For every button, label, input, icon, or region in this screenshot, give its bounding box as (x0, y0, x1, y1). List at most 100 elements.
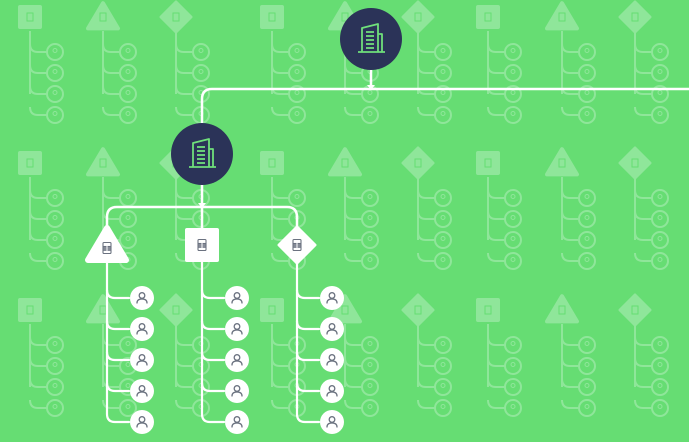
faint-user-node (578, 64, 596, 82)
user-icon (231, 354, 243, 366)
faint-org-unit (618, 146, 669, 270)
faint-user-icon (657, 362, 663, 367)
member-node[interactable] (130, 410, 154, 434)
faint-user-node (504, 43, 522, 61)
triangle-shape (85, 225, 129, 263)
user-head (138, 292, 146, 299)
faint-user-node (434, 43, 452, 61)
member-node[interactable] (130, 286, 154, 310)
user-body (326, 329, 338, 335)
faint-user-node (504, 85, 522, 103)
square-node (476, 5, 500, 29)
faint-connector (561, 336, 579, 346)
faint-user-icon (198, 69, 204, 74)
user-head (233, 416, 241, 423)
user-icon (231, 416, 243, 428)
root-hub[interactable] (340, 8, 402, 70)
faint-user-node (578, 336, 596, 354)
faint-user-icon (52, 362, 58, 367)
faint-user-icon (657, 341, 663, 346)
member-node[interactable] (320, 286, 344, 310)
member-node[interactable] (130, 317, 154, 341)
faint-org-unit (18, 151, 64, 270)
arrow-root (367, 85, 375, 90)
faint-building-icon (99, 12, 107, 22)
faint-user-node (504, 106, 522, 124)
member-node[interactable] (225, 410, 249, 434)
faint-connector (344, 106, 362, 116)
member-node[interactable] (225, 379, 249, 403)
faint-connector (417, 64, 435, 74)
faint-connector (102, 189, 120, 199)
faint-user-icon (584, 215, 590, 220)
faint-user-icon (440, 383, 446, 388)
faint-user-icon (367, 236, 373, 241)
faint-user-icon (440, 90, 446, 95)
faint-user-node (434, 378, 452, 396)
faint-connector (417, 106, 435, 116)
faint-connector (417, 210, 435, 220)
faint-connector (271, 189, 289, 199)
faint-user-node (119, 231, 137, 249)
faint-user-icon (367, 362, 373, 367)
faint-connector (561, 189, 579, 199)
faint-user-icon (510, 48, 516, 53)
building-icon (102, 241, 112, 255)
branch-hub[interactable] (171, 123, 233, 185)
member-node[interactable] (130, 348, 154, 372)
faint-user-icon (657, 215, 663, 220)
faint-org-unit (476, 298, 522, 417)
triangle-node (545, 147, 579, 177)
faint-user-icon (584, 69, 590, 74)
faint-connector (271, 399, 289, 409)
faint-user-icon (440, 257, 446, 262)
faint-user-node (46, 64, 64, 82)
faint-connector (634, 399, 652, 409)
group-square-node[interactable] (185, 228, 249, 434)
member-node[interactable] (320, 410, 344, 434)
faint-org-unit (476, 5, 522, 124)
user-head (233, 354, 241, 361)
group-diamond-node[interactable] (277, 225, 344, 434)
faint-building-icon (341, 158, 349, 168)
faint-connector (271, 336, 289, 346)
member-node[interactable] (130, 379, 154, 403)
user-icon (326, 416, 338, 428)
user-icon (231, 323, 243, 335)
member-node[interactable] (225, 348, 249, 372)
faint-user-icon (440, 404, 446, 409)
user-icon (136, 385, 148, 397)
faint-connector (102, 106, 120, 116)
faint-user-node (578, 210, 596, 228)
member-node[interactable] (225, 286, 249, 310)
faint-connector (561, 43, 579, 53)
faint-user-icon (657, 48, 663, 53)
faint-org-unit (401, 0, 452, 124)
faint-user-icon (584, 90, 590, 95)
faint-connector (29, 210, 47, 220)
member-node[interactable] (320, 317, 344, 341)
faint-connector (175, 399, 193, 409)
faint-connector (487, 64, 505, 74)
faint-user-node (434, 231, 452, 249)
user-head (138, 323, 146, 330)
building-outline (197, 238, 207, 252)
faint-user-icon (52, 69, 58, 74)
faint-user-node (46, 231, 64, 249)
user-head (328, 416, 336, 423)
faint-user-icon (584, 194, 590, 199)
faint-connector (344, 357, 362, 367)
member-node[interactable] (320, 379, 344, 403)
member-node[interactable] (225, 317, 249, 341)
user-icon (231, 292, 243, 304)
faint-org-unit (86, 294, 137, 417)
group-triangle-node[interactable] (85, 225, 154, 434)
faint-connector (634, 231, 652, 241)
faint-user-node (651, 252, 669, 270)
faint-user-node (504, 336, 522, 354)
square-node (18, 5, 42, 29)
faint-user-icon (657, 111, 663, 116)
member-node[interactable] (320, 348, 344, 372)
faint-user-icon (510, 257, 516, 262)
